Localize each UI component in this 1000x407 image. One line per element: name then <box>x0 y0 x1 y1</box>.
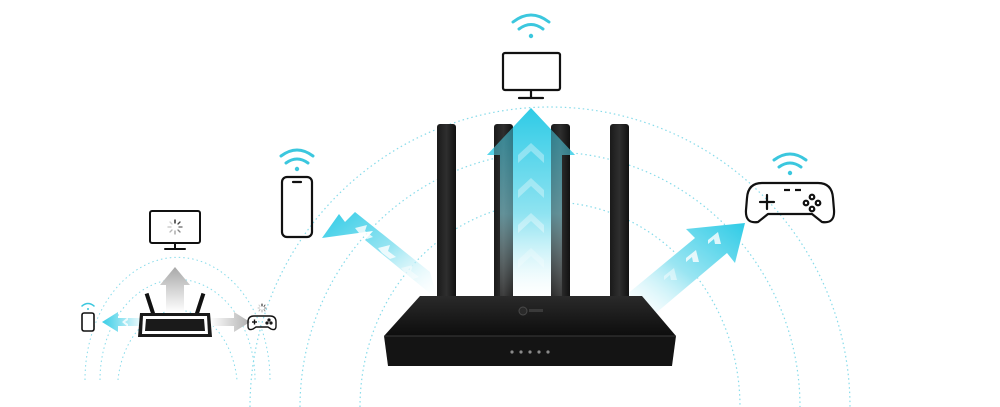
led-4 <box>537 350 541 354</box>
gamepad-icon <box>744 181 836 224</box>
status-leds <box>510 350 550 354</box>
tp-link-logo <box>518 306 543 316</box>
grey-beam-right <box>210 312 250 332</box>
antenna-4 <box>610 124 629 309</box>
smartphone-icon <box>280 175 314 239</box>
grey-beam-up <box>160 267 190 312</box>
loading-icon <box>257 303 267 313</box>
monitor-icon <box>501 51 562 100</box>
led-1 <box>510 350 514 354</box>
gamepad-icon <box>247 315 277 331</box>
small-antenna-right <box>194 292 206 316</box>
small-router <box>138 292 212 337</box>
smartphone-icon <box>81 312 95 332</box>
wifi-icon <box>772 152 808 176</box>
beam-left-small <box>102 312 145 332</box>
beam-right <box>620 223 745 318</box>
wifi-icon <box>511 13 551 39</box>
led-2 <box>519 350 523 354</box>
led-3 <box>528 350 532 354</box>
small-antenna-left <box>144 292 156 316</box>
router <box>384 296 676 366</box>
beam-left <box>322 212 438 300</box>
loading-icon <box>167 219 183 235</box>
monitor-loading-icon <box>149 210 201 250</box>
antenna-1 <box>437 124 456 309</box>
led-5 <box>546 350 550 354</box>
wifi-icon <box>279 148 315 172</box>
wifi-icon <box>81 302 95 310</box>
router-top-surface <box>384 296 676 336</box>
